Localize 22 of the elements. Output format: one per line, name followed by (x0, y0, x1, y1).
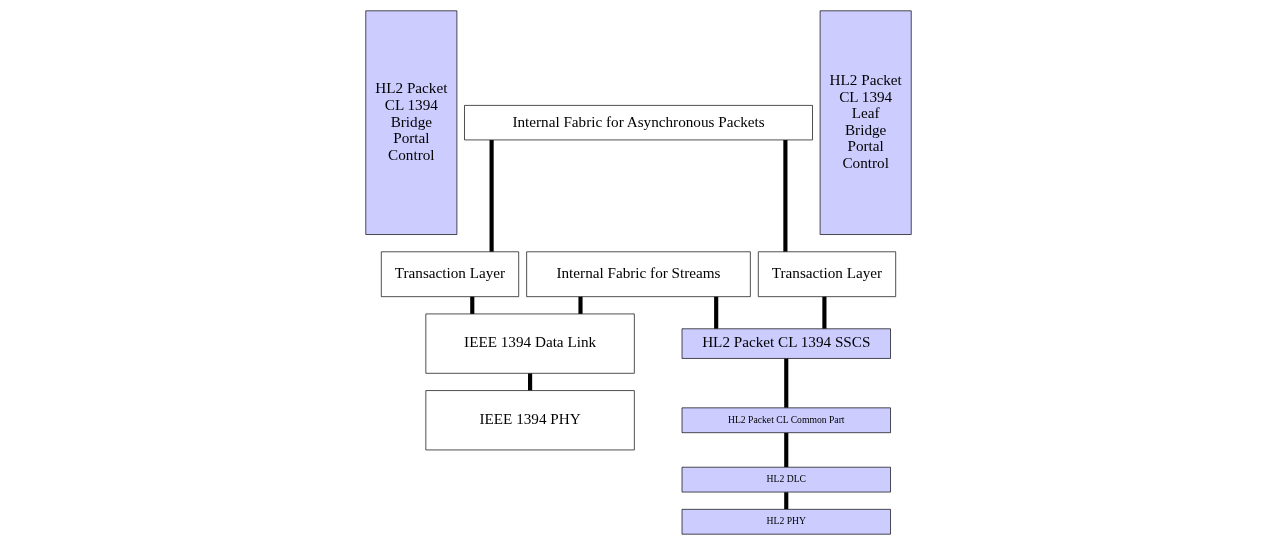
node-box: IEEE 1394 PHY (425, 390, 635, 451)
connector (822, 296, 827, 329)
connector (714, 296, 719, 329)
connector (784, 358, 789, 408)
node-box: Transaction Layer (380, 251, 520, 297)
node-box: Internal Fabric for Asynchronous Packets (464, 105, 813, 141)
connector (784, 432, 789, 468)
connector (783, 140, 788, 252)
node-box: Internal Fabric for Streams (526, 251, 751, 297)
node-box: HL2 PHY (681, 509, 891, 535)
node-box: Transaction Layer (757, 251, 897, 297)
connector (489, 140, 494, 252)
node-box: HL2 Packet CL 1394 Bridge Portal Control (365, 10, 458, 235)
node-box: HL2 Packet CL Common Part (681, 407, 891, 434)
node-box: HL2 DLC (681, 466, 891, 493)
node-box: HL2 Packet CL 1394 Leaf Bridge Portal Control (819, 10, 912, 235)
connector (528, 373, 533, 391)
node-box: IEEE 1394 Data Link (425, 313, 635, 374)
connector (470, 296, 475, 314)
connector (784, 492, 789, 510)
node-box: HL2 Packet CL 1394 SSCS (681, 328, 891, 359)
connector (578, 296, 583, 314)
